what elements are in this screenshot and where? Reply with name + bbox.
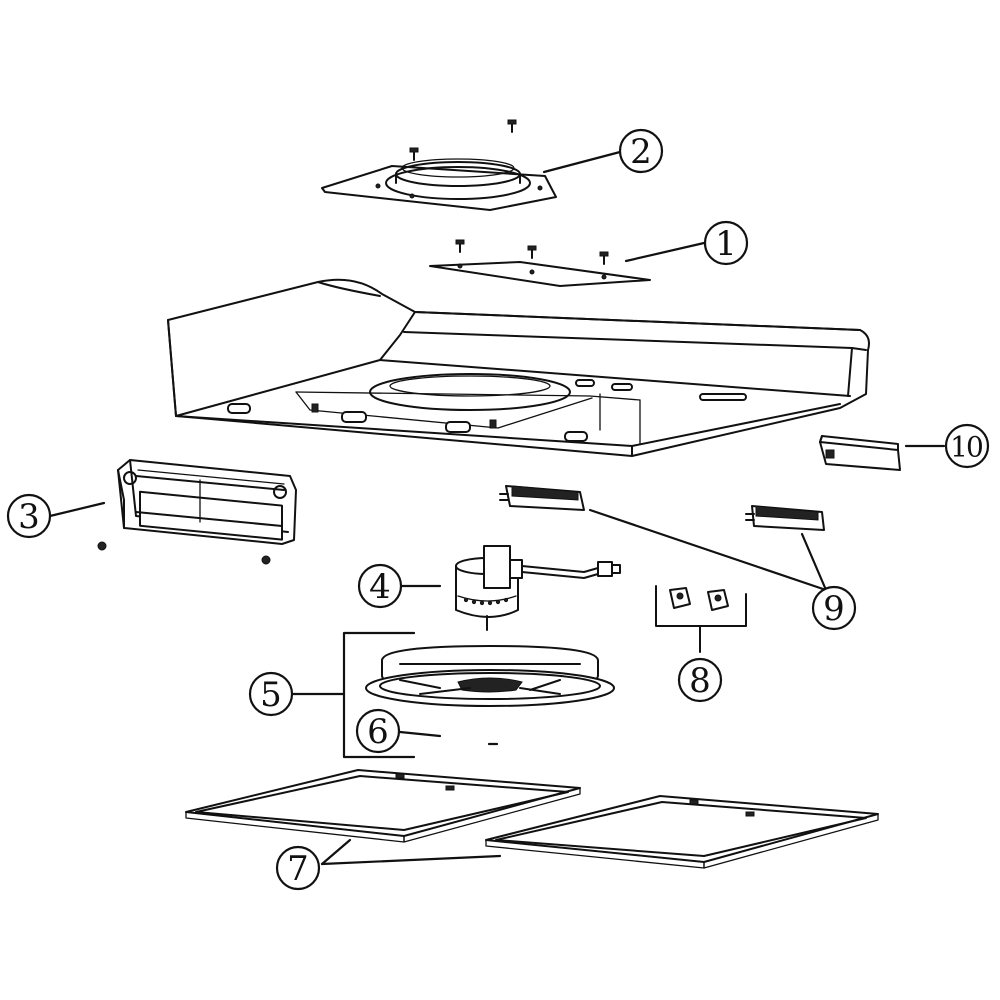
bulb-sockets	[655, 585, 747, 653]
callout-10: 10	[944, 423, 990, 469]
callout-9: 9	[811, 585, 857, 631]
callout-8: 8	[677, 657, 723, 703]
callout-4: 4	[357, 563, 403, 609]
grease-filter-right	[485, 795, 879, 869]
callout-label: 5	[260, 675, 282, 715]
impeller-assembly	[365, 645, 615, 707]
blower-housing	[97, 459, 297, 565]
cover-screw	[455, 239, 465, 253]
cover-screw	[527, 245, 537, 259]
blower-motor	[455, 545, 621, 631]
cover-screw	[599, 251, 609, 265]
leader-lines	[48, 150, 946, 866]
range-hood-body	[167, 278, 870, 457]
callout-label: 3	[18, 497, 40, 537]
callout-label: 4	[369, 567, 391, 607]
callout-2: 2	[618, 128, 664, 174]
callout-label: 2	[630, 132, 652, 172]
callout-6: 6	[355, 708, 401, 754]
junction-box	[819, 435, 901, 471]
callout-7: 7	[275, 845, 321, 891]
callout-label: 9	[823, 589, 845, 629]
callout-5: 5	[248, 671, 294, 717]
callout-label: 7	[287, 849, 309, 889]
light-bar-right	[745, 505, 825, 531]
callout-label: 8	[689, 661, 711, 701]
callout-3: 3	[6, 493, 52, 539]
duct-screw	[409, 147, 419, 161]
duct-screw	[507, 119, 517, 133]
callout-label: 10	[950, 431, 982, 464]
top-cover-plate	[429, 239, 651, 287]
callout-label: 6	[367, 712, 389, 752]
callout-1: 1	[703, 220, 749, 266]
grease-filter-left	[185, 769, 581, 843]
callout-label: 1	[715, 224, 737, 264]
light-bar-left	[499, 485, 585, 511]
duct-adapter-plate	[321, 119, 557, 211]
